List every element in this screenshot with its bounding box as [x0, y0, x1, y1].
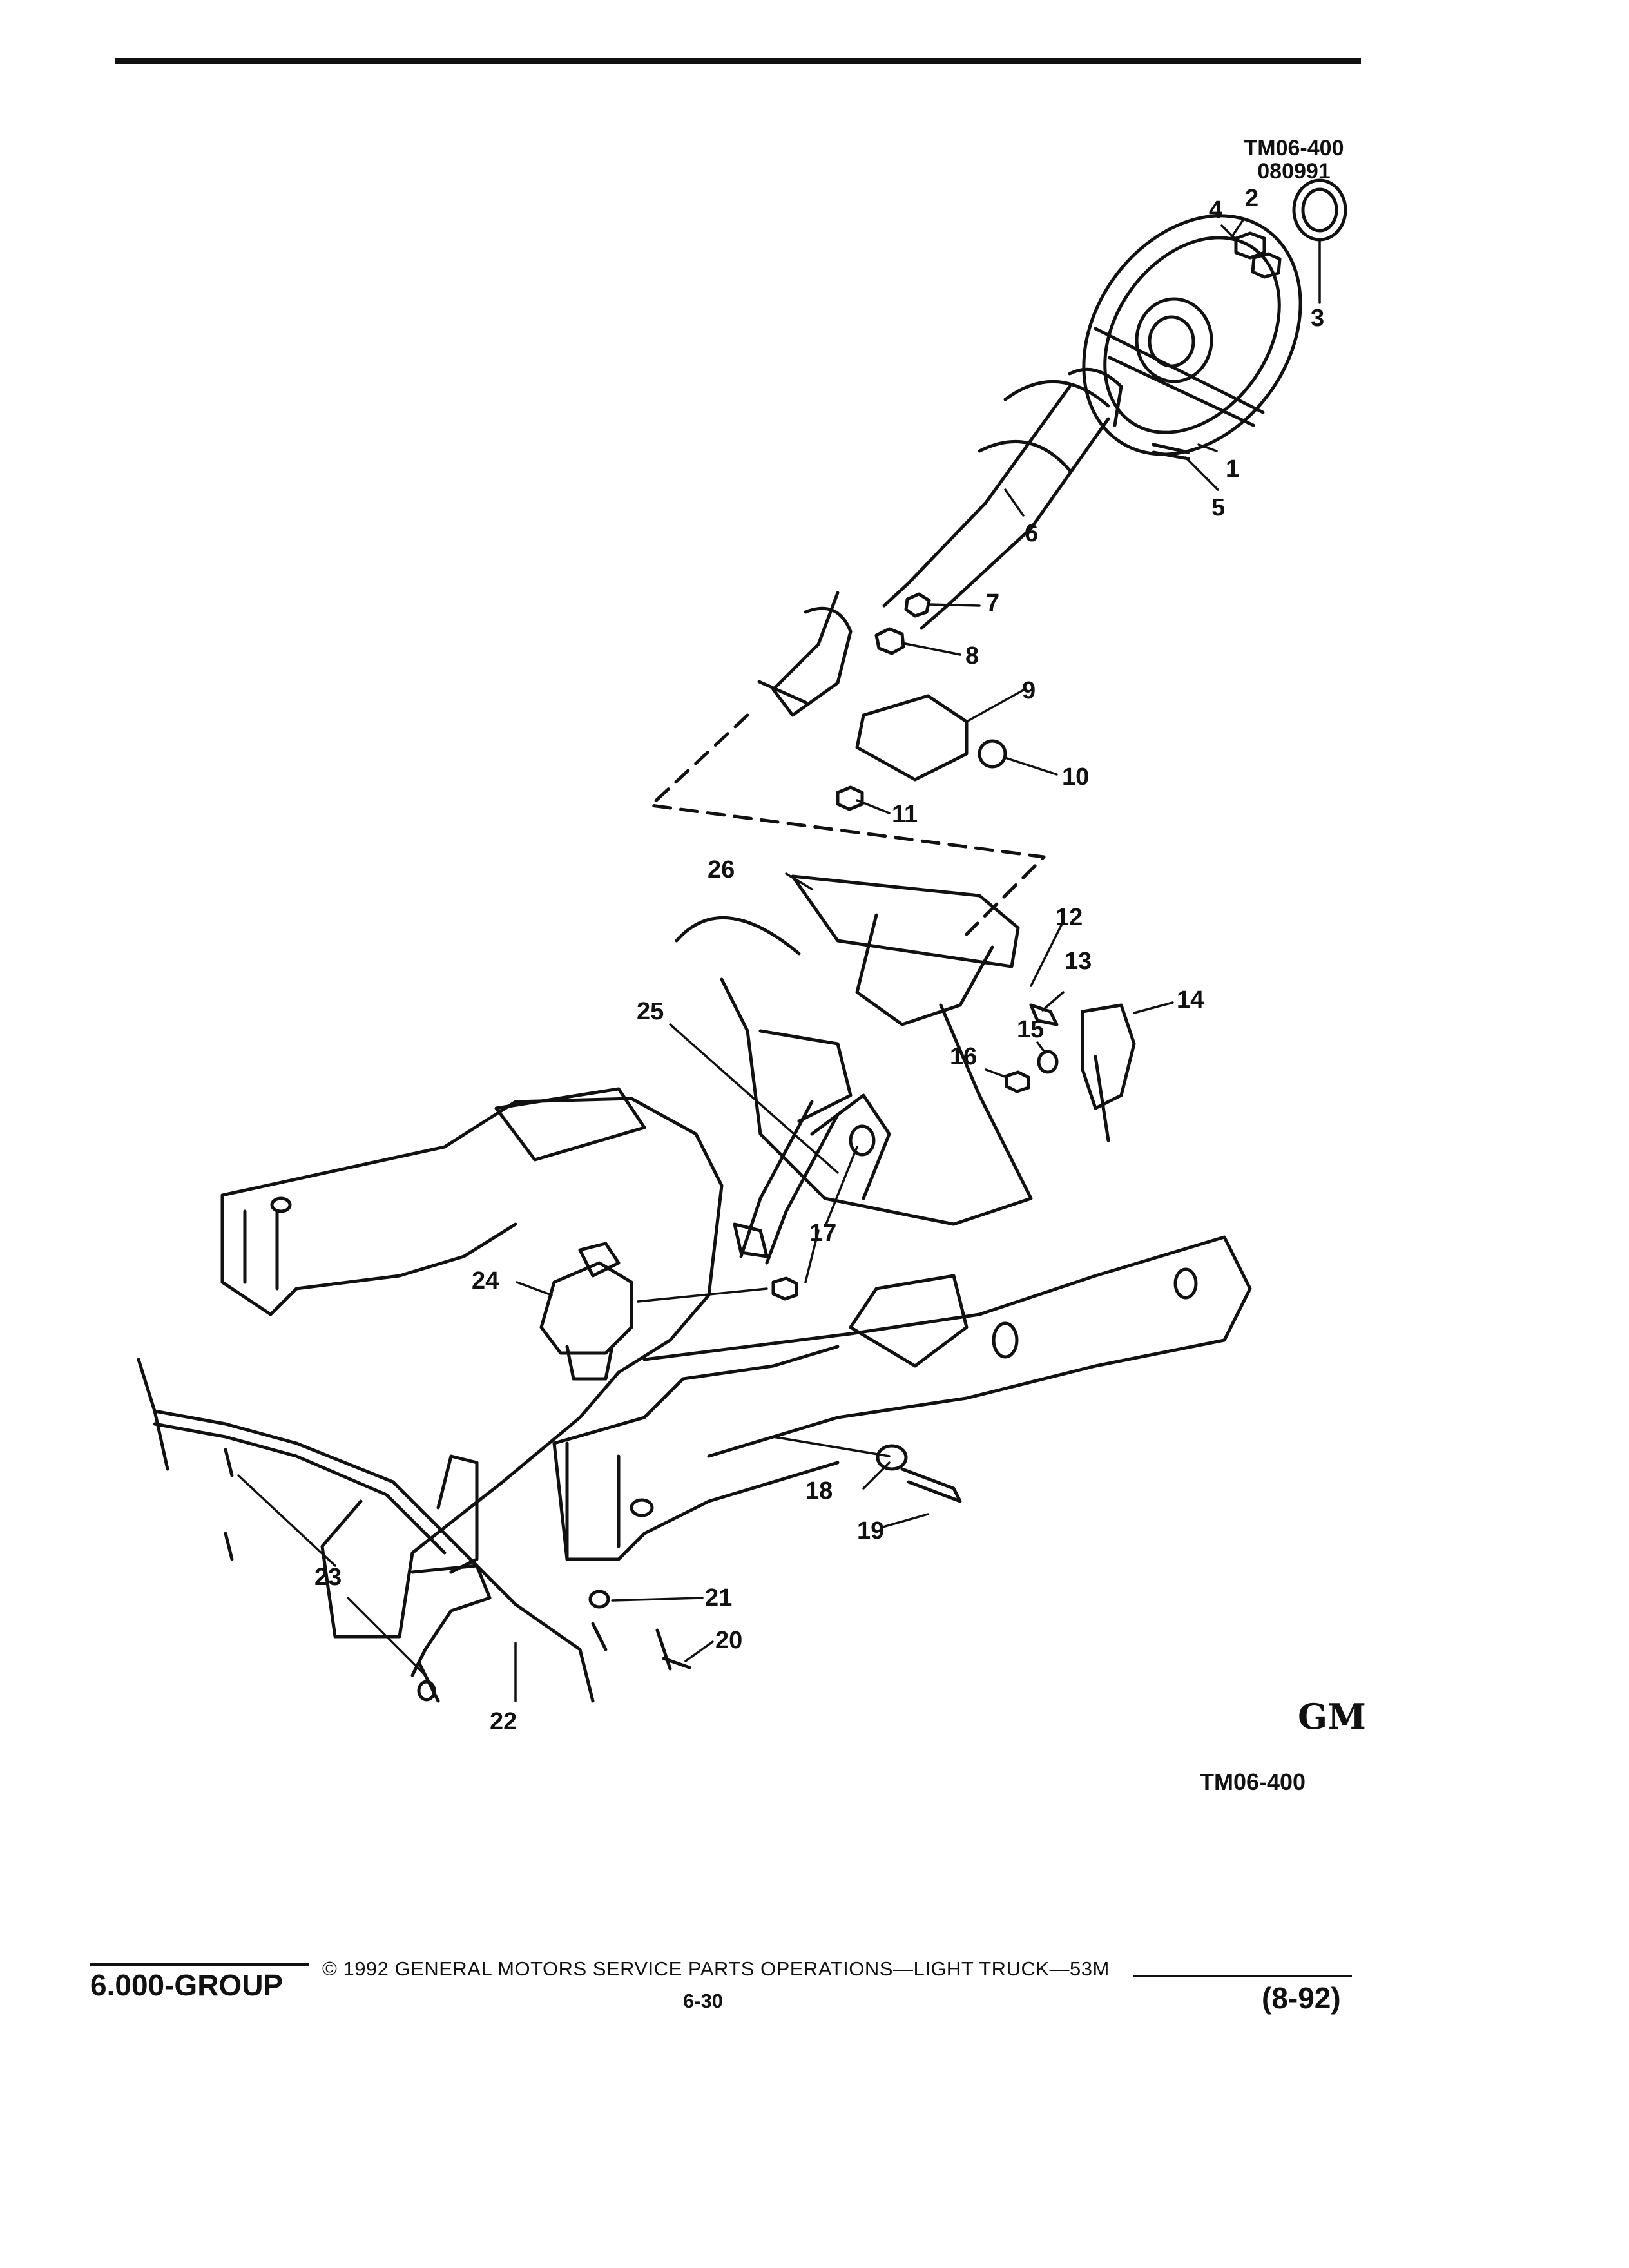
frame-drawing [220, 1087, 1252, 1639]
steering-column-drawing [757, 367, 1123, 717]
callout-10: 10 [1062, 764, 1089, 791]
callout-2: 2 [1245, 185, 1258, 212]
callout-22: 22 [490, 1708, 517, 1735]
callout-3: 3 [1311, 305, 1324, 332]
figure-code: TM06-400 [1200, 1769, 1306, 1795]
callout-7: 7 [986, 590, 999, 617]
revision-date: (8-92) [1262, 1981, 1341, 2015]
callout-20: 20 [715, 1627, 742, 1654]
callout-16: 16 [950, 1043, 977, 1070]
callout-15: 15 [1017, 1016, 1044, 1043]
top-rule [115, 58, 1361, 64]
callout-24: 24 [472, 1267, 499, 1294]
callout-8: 8 [965, 642, 979, 669]
callout-4: 4 [1209, 197, 1222, 224]
callout-numbers: 1 2 3 4 5 6 7 8 9 10 11 12 13 14 15 16 1… [314, 185, 1324, 1735]
callout-19: 19 [857, 1517, 884, 1544]
page-number: 6-30 [683, 1990, 724, 2012]
callout-1: 1 [1226, 456, 1239, 483]
footer-rule-right [1133, 1975, 1352, 1977]
intermediate-shaft-drawing [733, 1100, 876, 1301]
callout-11: 11 [892, 801, 918, 828]
reference-code: TM06-400 [1244, 136, 1344, 160]
callout-23: 23 [314, 1564, 342, 1591]
callout-26: 26 [708, 856, 735, 883]
callout-5: 5 [1211, 494, 1225, 521]
callout-13: 13 [1065, 948, 1092, 975]
callout-25: 25 [637, 998, 664, 1025]
footer-rule-left [90, 1963, 309, 1966]
callout-6: 6 [1025, 520, 1038, 547]
copyright-line: © 1992 GENERAL MOTORS SERVICE PARTS OPER… [322, 1957, 1110, 1980]
callout-14: 14 [1177, 986, 1204, 1014]
callout-21: 21 [705, 1584, 732, 1611]
steering-wheel-drawing [1082, 214, 1302, 456]
callout-9: 9 [1022, 677, 1036, 704]
callout-17: 17 [809, 1220, 836, 1247]
group-label: 6.000-GROUP [90, 1968, 284, 2002]
callout-18: 18 [805, 1477, 833, 1504]
steering-linkage-drawing [137, 1358, 691, 1703]
callout-12: 12 [1055, 904, 1083, 931]
steering-gear-drawing [539, 1242, 633, 1381]
gm-logo: GM [1298, 1696, 1366, 1737]
